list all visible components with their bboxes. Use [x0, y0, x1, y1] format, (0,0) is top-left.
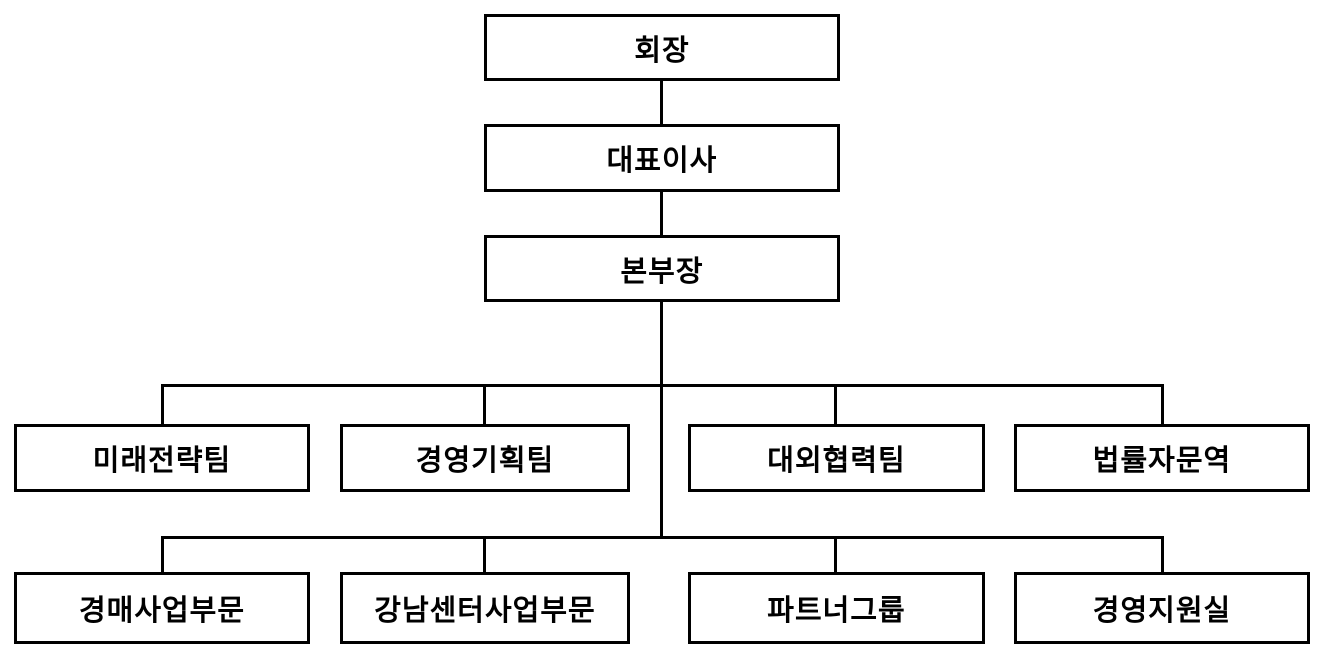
- connector-row1-drop-2: [483, 384, 486, 424]
- org-node-gangnam-center-business-division: 강남센터사업부문: [340, 572, 630, 644]
- connector-row2-drop-3: [834, 536, 837, 572]
- connector-row1-drop-1: [161, 384, 164, 424]
- org-node-chairman: 회장: [484, 14, 840, 81]
- connector-row2-drop-2: [483, 536, 486, 572]
- connector-row2-drop-1: [161, 536, 164, 572]
- connector-row1-drop-4: [1161, 384, 1164, 424]
- org-node-future-strategy-team: 미래전략팀: [14, 424, 310, 492]
- org-node-management-support-office: 경영지원실: [1014, 572, 1310, 644]
- connector-row2-bus: [161, 536, 1164, 539]
- org-node-external-cooperation-team: 대외협력팀: [688, 424, 985, 492]
- connector-row1-bus: [161, 384, 1164, 387]
- connector-division-head-spine: [660, 302, 663, 539]
- connector-row2-drop-4: [1161, 536, 1164, 572]
- connector-ceo-to-division-head: [660, 192, 663, 235]
- org-node-auction-business-division: 경매사업부문: [14, 572, 310, 644]
- org-node-management-planning-team: 경영기획팀: [340, 424, 630, 492]
- org-node-ceo: 대표이사: [484, 124, 840, 192]
- org-node-division-head: 본부장: [484, 235, 840, 302]
- org-node-partner-group: 파트너그룹: [688, 572, 985, 644]
- connector-row1-drop-3: [834, 384, 837, 424]
- connector-chairman-to-ceo: [660, 81, 663, 124]
- org-node-legal-advisor: 법률자문역: [1014, 424, 1310, 492]
